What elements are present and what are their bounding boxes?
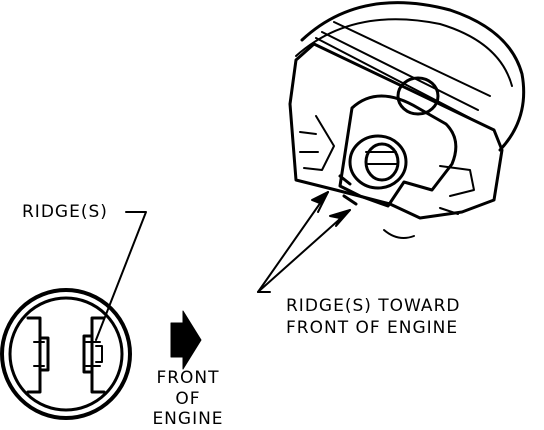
front-label-line1: FRONT [156,368,220,388]
piston-boss-ridges [338,174,358,206]
ridges-left-leader [95,211,147,341]
front-label-line2: OF [175,389,201,409]
piston-pin-hole [364,142,400,182]
piston-pin-bore [348,134,408,190]
front-label-line3: ENGINE [152,409,224,429]
piston-isometric-view [288,1,526,239]
ridges-left-label: RIDGE(S) [22,202,108,222]
piston-skirt-outline [288,42,504,220]
front-arrow-icon [170,310,202,370]
piston-top-view [0,288,132,420]
piston-top-left-ridge [38,336,50,372]
piston-top-right-boss [90,316,106,394]
ridges-right-leaders [257,191,351,293]
ridges-right-label-line2: FRONT OF ENGINE [286,318,459,338]
piston-pin-bore-top [396,76,440,116]
piston-top-outer-ring [0,288,132,420]
piston-top-inner-ring [8,296,124,412]
piston-top-right-ridge [82,334,94,374]
piston-crown-edge [300,1,526,152]
piston-pin-boss [338,94,458,208]
ridges-right-label-line1: RIDGE(S) TOWARD [286,296,461,316]
piston-top-left-boss [26,316,42,394]
